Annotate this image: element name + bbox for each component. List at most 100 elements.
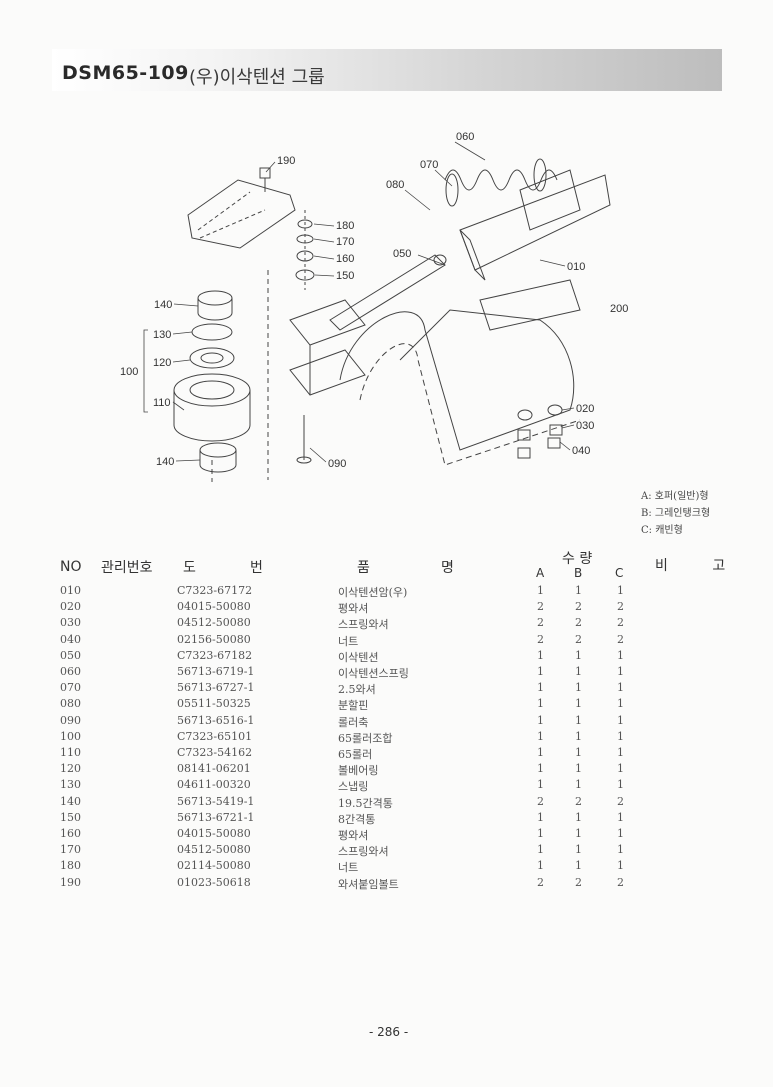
part-number-cell: 020 bbox=[60, 600, 81, 614]
qty-b-cell: 2 bbox=[575, 794, 582, 808]
qty-b-cell: 1 bbox=[575, 762, 582, 776]
qty-b-cell: 1 bbox=[575, 859, 582, 873]
qty-b-cell: 2 bbox=[575, 616, 582, 630]
part-name-cell: 평와셔 bbox=[338, 829, 369, 842]
drawing-number-cell: 08141-06201 bbox=[177, 762, 251, 776]
callout-070: 070 bbox=[420, 159, 438, 171]
drawing-number-cell: 04015-50080 bbox=[177, 827, 251, 840]
qty-c-cell: 2 bbox=[617, 632, 624, 646]
drawing-number-cell: 56713-5419-1 bbox=[177, 794, 255, 808]
header-name-2: 명 bbox=[441, 560, 454, 576]
callout-110: 110 bbox=[153, 397, 171, 409]
qty-c-cell: 1 bbox=[617, 778, 624, 792]
qty-c-cell: 1 bbox=[617, 843, 624, 857]
qty-b-cell: 2 bbox=[575, 875, 582, 889]
qty-b-cell: 1 bbox=[575, 648, 582, 662]
qty-b-cell: 1 bbox=[575, 746, 582, 759]
drawing-number-cell: 05511-50325 bbox=[177, 697, 251, 711]
drawing-number-cell: C7323-67172 bbox=[177, 584, 253, 597]
part-name-cell: 65롤러 bbox=[338, 748, 373, 761]
callout-020: 020 bbox=[576, 403, 594, 415]
callout-170: 170 bbox=[336, 236, 354, 248]
part-name-cell: 볼베어링 bbox=[338, 764, 379, 778]
part-name-cell: 분할핀 bbox=[338, 699, 369, 713]
callout-090: 090 bbox=[328, 458, 346, 470]
qty-c-cell: 2 bbox=[617, 875, 624, 889]
qty-b-cell: 1 bbox=[575, 681, 582, 695]
part-name-cell: 롤러축 bbox=[338, 715, 369, 729]
qty-a-cell: 1 bbox=[537, 713, 544, 727]
qty-a-cell: 1 bbox=[537, 778, 544, 792]
drawing-number-cell: 56713-6727-1 bbox=[177, 681, 255, 695]
part-number-cell: 040 bbox=[60, 632, 81, 646]
part-name-cell: 스냅링 bbox=[338, 780, 369, 794]
drawing-number-cell: 04015-50080 bbox=[177, 600, 251, 614]
qty-c-cell: 1 bbox=[617, 665, 624, 678]
drawing-number-cell: 04512-50080 bbox=[177, 843, 251, 857]
qty-a-cell: 1 bbox=[537, 729, 544, 743]
part-name-cell: 65롤러조합 bbox=[338, 731, 393, 745]
callout-140-bottom: 140 bbox=[156, 456, 174, 468]
qty-a-cell: 1 bbox=[537, 859, 544, 873]
qty-b-cell: 1 bbox=[575, 697, 582, 711]
part-number-cell: 050 bbox=[60, 648, 81, 662]
qty-b-cell: 1 bbox=[575, 778, 582, 792]
callout-100: 100 bbox=[120, 366, 138, 378]
part-name-cell: 스프링와셔 bbox=[338, 618, 389, 632]
qty-b-cell: 1 bbox=[575, 729, 582, 743]
header-mgmt-number: 관리번호 bbox=[101, 560, 153, 576]
part-number-cell: 130 bbox=[60, 778, 81, 792]
callout-140-top: 140 bbox=[154, 299, 172, 311]
part-number-cell: 150 bbox=[60, 810, 81, 824]
qty-a-cell: 1 bbox=[537, 762, 544, 776]
qty-c-cell: 1 bbox=[617, 746, 624, 759]
part-number-cell: 060 bbox=[60, 665, 81, 678]
drawing-number-cell: 01023-50618 bbox=[177, 875, 251, 889]
drawing-number-cell: 04512-50080 bbox=[177, 616, 251, 630]
qty-a-cell: 1 bbox=[537, 665, 544, 678]
part-name-cell: 이삭텐션암(우) bbox=[338, 586, 408, 599]
qty-a-cell: 2 bbox=[537, 875, 544, 889]
callout-010: 010 bbox=[567, 261, 585, 273]
header-drawing-1: 도 bbox=[183, 560, 196, 576]
qty-c-cell: 1 bbox=[617, 762, 624, 776]
callout-030: 030 bbox=[576, 420, 594, 432]
part-name-cell: 2.5와셔 bbox=[338, 683, 376, 697]
callout-160: 160 bbox=[336, 253, 354, 265]
drawing-number-cell: 02114-50080 bbox=[177, 859, 251, 873]
part-name-cell: 와셔붙임볼트 bbox=[338, 877, 399, 891]
qty-a-cell: 1 bbox=[537, 648, 544, 662]
drawing-number-cell: 56713-6719-1 bbox=[177, 665, 255, 678]
qty-c-cell: 1 bbox=[617, 584, 624, 597]
part-name-cell: 평와셔 bbox=[338, 602, 369, 616]
qty-a-cell: 1 bbox=[537, 746, 544, 759]
group-code: DSM65-109 bbox=[62, 62, 189, 84]
title-bar: DSM65-109 (우)이삭텐션 그룹 bbox=[52, 49, 722, 91]
qty-b-cell: 1 bbox=[575, 713, 582, 727]
exploded-parts-diagram: 060 070 080 050 010 190 180 170 160 150 … bbox=[100, 120, 660, 490]
qty-a-cell: 2 bbox=[537, 616, 544, 630]
drawing-number-cell: C7323-65101 bbox=[177, 729, 253, 743]
qty-a-cell: 1 bbox=[537, 681, 544, 695]
qty-a-cell: 1 bbox=[537, 827, 544, 840]
qty-b-cell: 2 bbox=[575, 600, 582, 614]
callout-130: 130 bbox=[153, 329, 171, 341]
part-number-cell: 030 bbox=[60, 616, 81, 630]
header-qty-c: C bbox=[615, 566, 624, 580]
part-number-cell: 010 bbox=[60, 584, 81, 597]
variant-legend: A: 호퍼(일반)형 B: 그레인탱크형 C: 캐빈형 bbox=[641, 488, 710, 539]
qty-a-cell: 1 bbox=[537, 843, 544, 857]
callout-060: 060 bbox=[456, 131, 474, 143]
qty-c-cell: 1 bbox=[617, 713, 624, 727]
qty-a-cell: 1 bbox=[537, 697, 544, 711]
